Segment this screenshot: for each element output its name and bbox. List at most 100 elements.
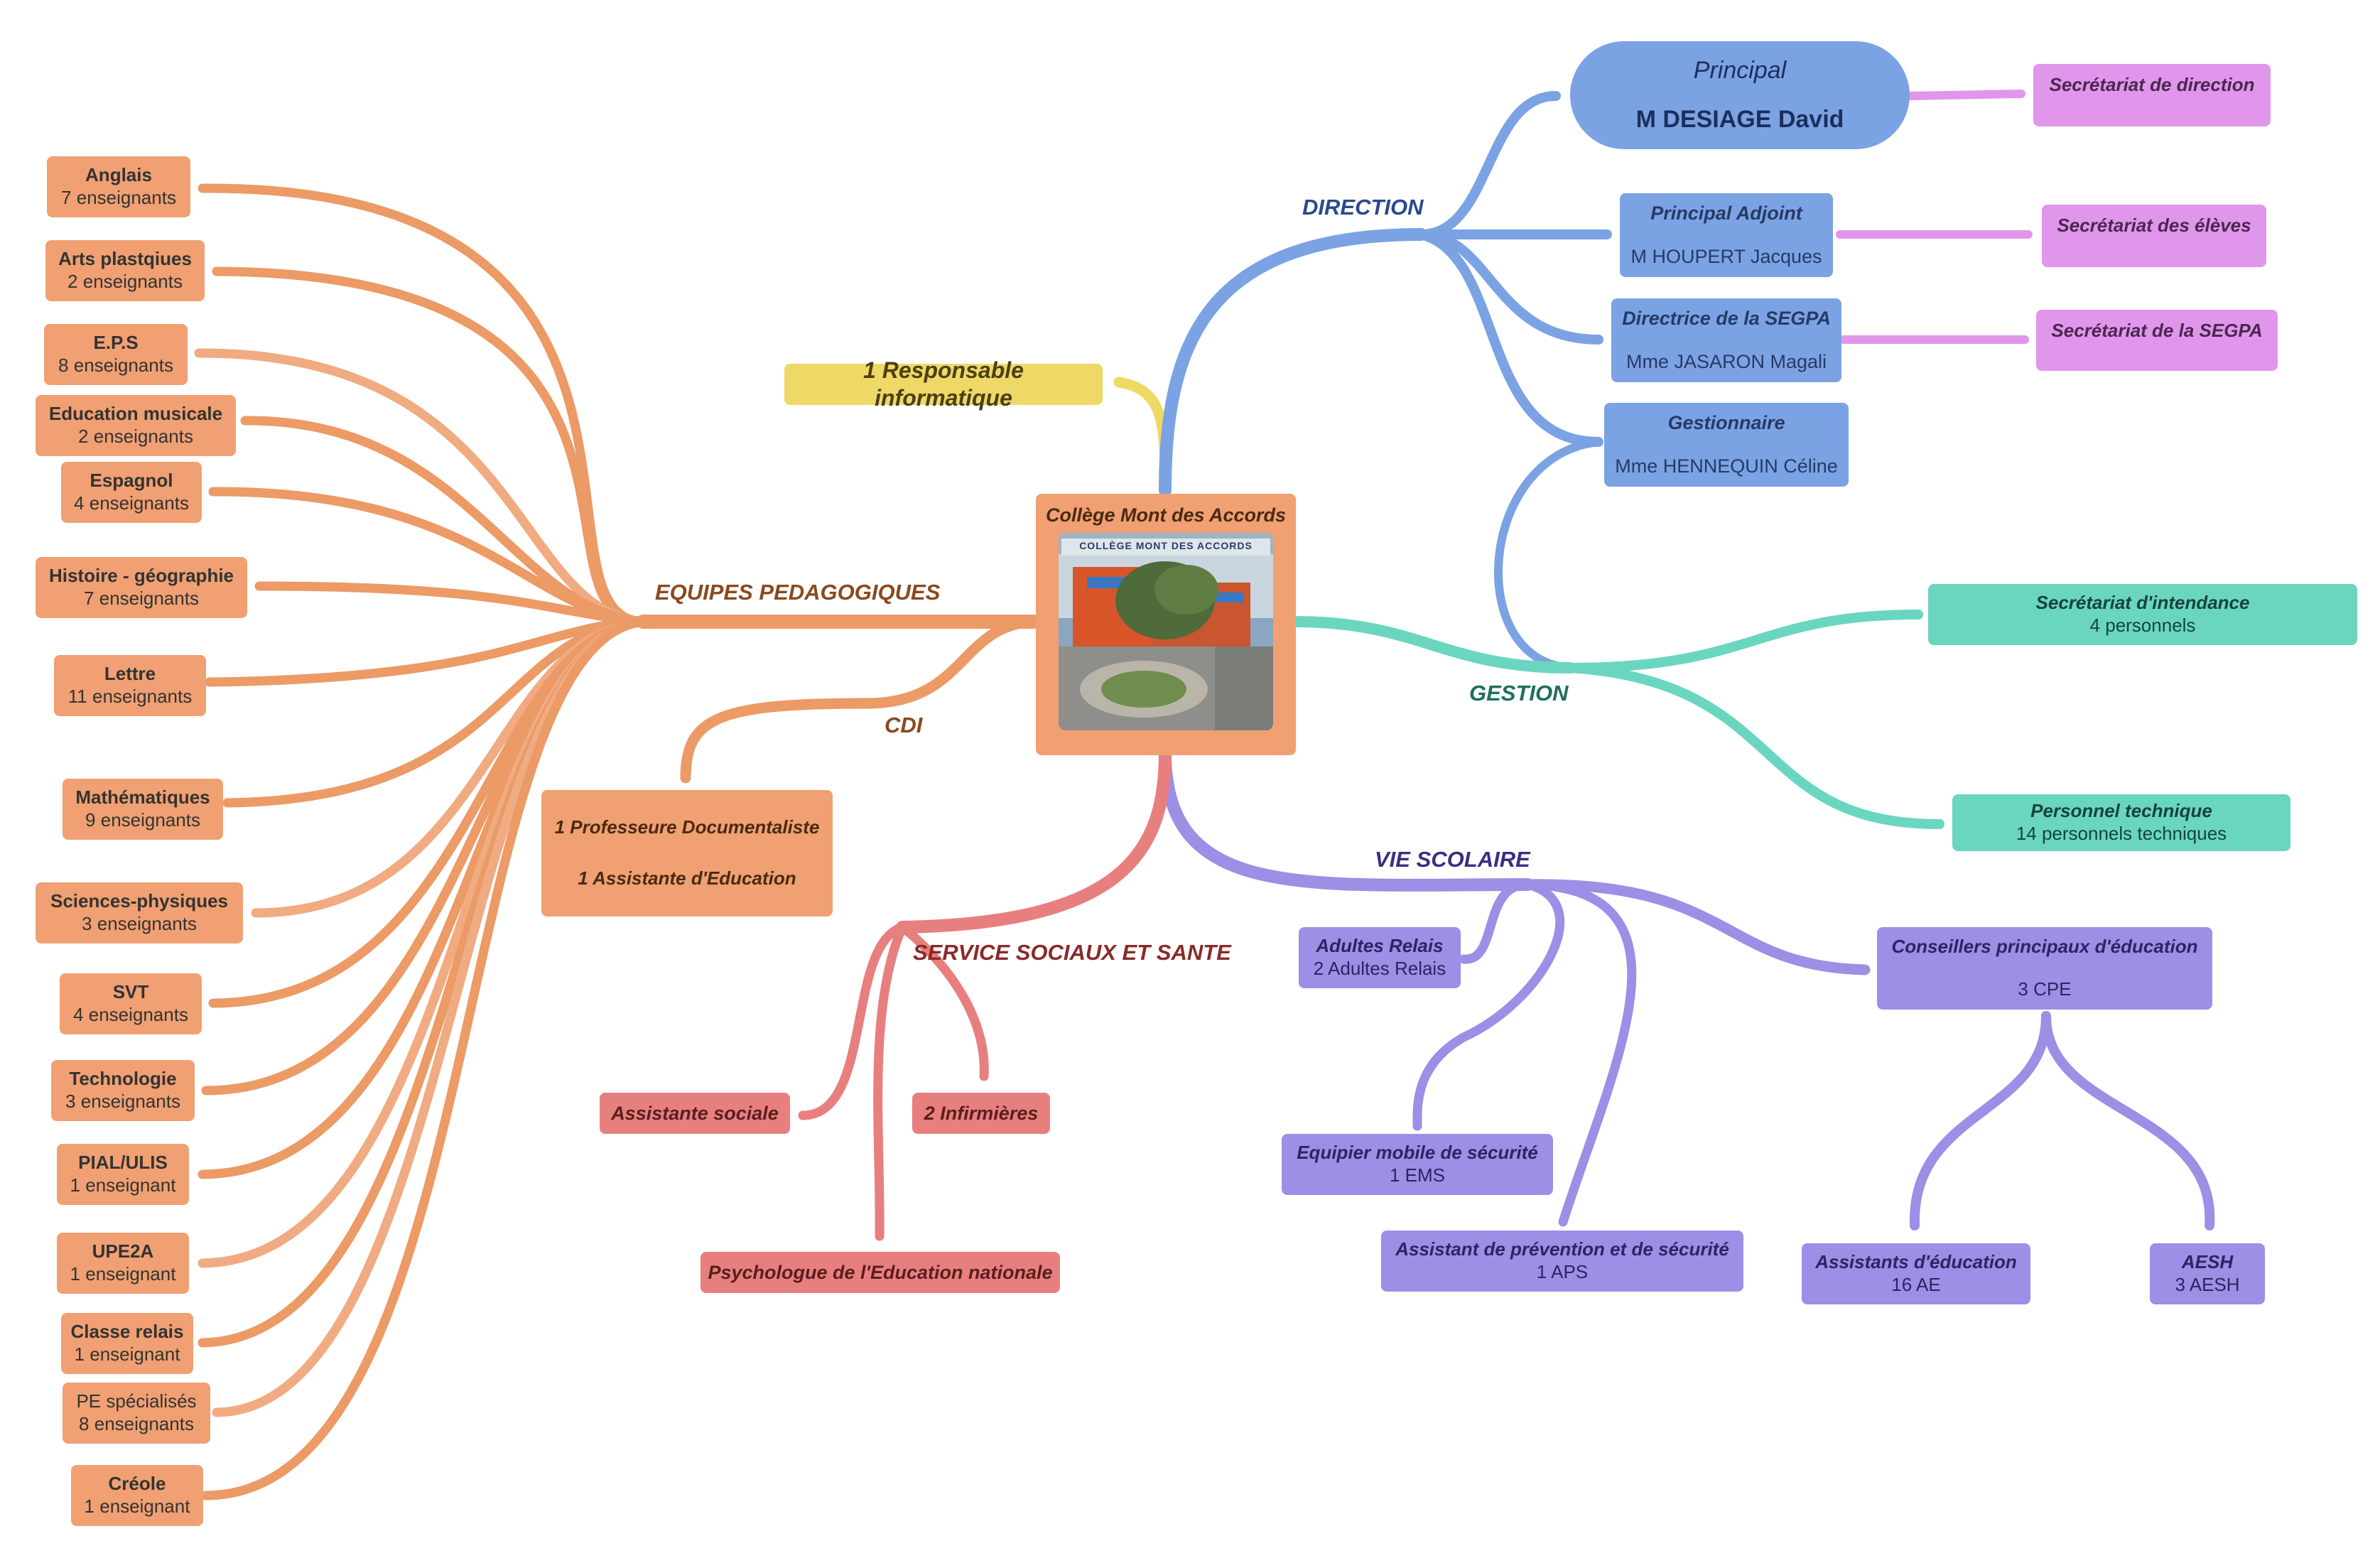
adultes-relais-node[interactable]: Adultes Relais 2 Adultes Relais bbox=[1299, 927, 1461, 988]
principal-node[interactable]: Principal M DESIAGE David bbox=[1570, 41, 1910, 149]
subject-node[interactable]: Histoire - géographie 7 enseignants bbox=[36, 557, 247, 618]
photo-sign-text: COLLÈGE MONT DES ACCORDS bbox=[1079, 539, 1253, 551]
subject-count: 4 enseignants bbox=[73, 1004, 188, 1025]
subject-name: PE spécialisés bbox=[76, 1390, 197, 1412]
link-services bbox=[896, 747, 1172, 934]
adjoint-node[interactable]: Principal Adjoint M HOUPERT Jacques bbox=[1620, 193, 1833, 277]
psychologue-node[interactable]: Psychologue de l'Education nationale bbox=[701, 1252, 1060, 1293]
branch-cdi: CDI bbox=[885, 713, 923, 737]
subject-name: Mathématiques bbox=[75, 786, 210, 808]
segpa-director-node[interactable]: Directrice de la SEGPA Mme JASARON Magal… bbox=[1611, 298, 1841, 382]
subject-name: Espagnol bbox=[90, 470, 173, 492]
subject-node[interactable]: Mathématiques 9 enseignants bbox=[63, 779, 223, 840]
subject-node[interactable]: PE spécialisés 8 enseignants bbox=[63, 1383, 210, 1444]
center-title: Collège Mont des Accords bbox=[1045, 504, 1287, 526]
school-photo: COLLÈGE MONT DES ACCORDS bbox=[1059, 532, 1273, 730]
subject-node[interactable]: Espagnol 4 enseignants bbox=[61, 462, 202, 523]
link-informatique bbox=[1113, 377, 1171, 496]
infirmieres-node[interactable]: 2 Infirmières bbox=[912, 1093, 1050, 1134]
link-aps bbox=[1522, 880, 1637, 1227]
subject-node[interactable]: E.P.S 8 enseignants bbox=[44, 324, 188, 385]
assistante-sociale-node[interactable]: Assistante sociale bbox=[600, 1093, 790, 1134]
gestionnaire-name: Mme HENNEQUIN Céline bbox=[1615, 455, 1838, 477]
center-node[interactable]: Collège Mont des Accords COLLÈGE MONT DE… bbox=[1036, 494, 1296, 755]
ems-title: Equipier mobile de sécurité bbox=[1297, 1142, 1538, 1164]
subject-name: Arts plastqiues bbox=[58, 248, 192, 270]
link-anglais bbox=[198, 183, 648, 627]
informatique-node[interactable]: 1 Responsable informatique bbox=[784, 357, 1103, 411]
ae-node[interactable]: Assistants d'éducation 16 AE bbox=[1802, 1243, 2030, 1304]
aps-node[interactable]: Assistant de prévention et de sécurité 1… bbox=[1381, 1231, 1743, 1292]
cpe-node[interactable]: Conseillers principaux d'éducation 3 CPE bbox=[1877, 927, 2212, 1010]
branch-gestion: GESTION bbox=[1469, 681, 1569, 705]
subject-name: Education musicale bbox=[48, 403, 223, 425]
link-principal bbox=[1416, 91, 1561, 239]
principal-name: M DESIAGE David bbox=[1635, 106, 1844, 133]
subject-node[interactable]: Education musicale 2 enseignants bbox=[36, 395, 236, 456]
cdi-line2: 1 Assistante d'Education bbox=[578, 867, 796, 889]
subject-node[interactable]: Arts plastqiues 2 enseignants bbox=[45, 240, 205, 301]
branch-vie-scolaire: VIE SCOLAIRE bbox=[1375, 847, 1530, 872]
cdi-node[interactable]: 1 Professeure Documentaliste 1 Assistant… bbox=[541, 790, 833, 916]
branch-services: SERVICE SOCIAUX ET SANTE bbox=[913, 940, 1231, 965]
ems-node[interactable]: Equipier mobile de sécurité 1 EMS bbox=[1282, 1134, 1553, 1195]
link-gestionnaire-gestion bbox=[1494, 438, 1603, 672]
subject-name: PIAL/ULIS bbox=[78, 1152, 168, 1174]
branch-direction: DIRECTION bbox=[1302, 195, 1424, 220]
subject-node[interactable]: Sciences-physiques 3 enseignants bbox=[36, 882, 243, 943]
subject-node[interactable]: Technologie 3 enseignants bbox=[51, 1060, 195, 1121]
aesh-title: AESH bbox=[2181, 1251, 2234, 1273]
link-direction bbox=[1159, 228, 1427, 497]
ems-sub: 1 EMS bbox=[1389, 1164, 1446, 1186]
link-histoire bbox=[254, 581, 648, 627]
intendance-sub: 4 personnels bbox=[2089, 615, 2196, 636]
subject-name: Sciences-physiques bbox=[50, 890, 228, 912]
link-ems bbox=[1412, 880, 1564, 1131]
technique-sub: 14 personnels techniques bbox=[2016, 823, 2227, 844]
sec-direction-node[interactable]: Secrétariat de direction bbox=[2033, 64, 2271, 126]
sec-eleves-node[interactable]: Secrétariat des élèves bbox=[2042, 205, 2266, 267]
subject-count: 3 enseignants bbox=[65, 1091, 180, 1112]
link-aesh bbox=[2041, 1011, 2215, 1231]
link-sec-direction bbox=[1907, 90, 2025, 100]
subject-name: Histoire - géographie bbox=[48, 565, 234, 587]
technique-node[interactable]: Personnel technique 14 personnels techni… bbox=[1952, 794, 2290, 851]
subject-name: Anglais bbox=[85, 164, 152, 186]
aesh-sub: 3 AESH bbox=[2175, 1274, 2240, 1295]
subject-count: 1 enseignant bbox=[70, 1174, 176, 1196]
sec-segpa-node[interactable]: Secrétariat de la SEGPA bbox=[2036, 310, 2278, 371]
link-infirmieres bbox=[897, 922, 989, 1081]
subject-count: 1 enseignant bbox=[84, 1496, 190, 1517]
link-cdi bbox=[680, 616, 1039, 784]
link-espagnol bbox=[208, 487, 648, 627]
intendance-title: Secrétariat d'intendance bbox=[2035, 592, 2250, 614]
subject-node[interactable]: Créole 1 enseignant bbox=[71, 1465, 203, 1526]
aps-sub: 1 APS bbox=[1536, 1261, 1589, 1282]
principal-title: Principal bbox=[1693, 56, 1787, 84]
technique-title: Personnel technique bbox=[2030, 800, 2212, 822]
subject-name: Classe relais bbox=[70, 1321, 184, 1343]
ae-sub: 16 AE bbox=[1891, 1274, 1941, 1295]
subject-node[interactable]: PIAL/ULIS 1 enseignant bbox=[57, 1144, 189, 1205]
subject-node[interactable]: Classe relais 1 enseignant bbox=[61, 1313, 193, 1374]
link-eps bbox=[194, 348, 648, 627]
subject-count: 9 enseignants bbox=[85, 809, 200, 831]
subject-name: E.P.S bbox=[93, 332, 139, 354]
subject-count: 11 enseignants bbox=[67, 686, 193, 707]
aesh-node[interactable]: AESH 3 AESH bbox=[2150, 1243, 2265, 1304]
subject-count: 2 enseignants bbox=[78, 426, 193, 447]
subject-node[interactable]: UPE2A 1 enseignant bbox=[57, 1233, 189, 1294]
link-psychologue bbox=[873, 922, 907, 1241]
subject-node[interactable]: Anglais 7 enseignants bbox=[47, 156, 190, 217]
link-relais bbox=[1459, 880, 1532, 964]
subject-node[interactable]: SVT 4 enseignants bbox=[60, 973, 202, 1034]
adjoint-name: M HOUPERT Jacques bbox=[1630, 246, 1822, 267]
segpa-name: Mme JASARON Magali bbox=[1626, 351, 1827, 372]
intendance-node[interactable]: Secrétariat d'intendance 4 personnels bbox=[1928, 584, 2357, 645]
link-intendance bbox=[1565, 610, 1923, 673]
subject-count: 2 enseignants bbox=[67, 271, 183, 292]
subject-node[interactable]: Lettre 11 enseignants bbox=[54, 655, 206, 716]
subject-count: 8 enseignants bbox=[79, 1413, 194, 1434]
gestionnaire-node[interactable]: Gestionnaire Mme HENNEQUIN Céline bbox=[1604, 403, 1849, 487]
subject-count: 7 enseignants bbox=[84, 588, 199, 609]
